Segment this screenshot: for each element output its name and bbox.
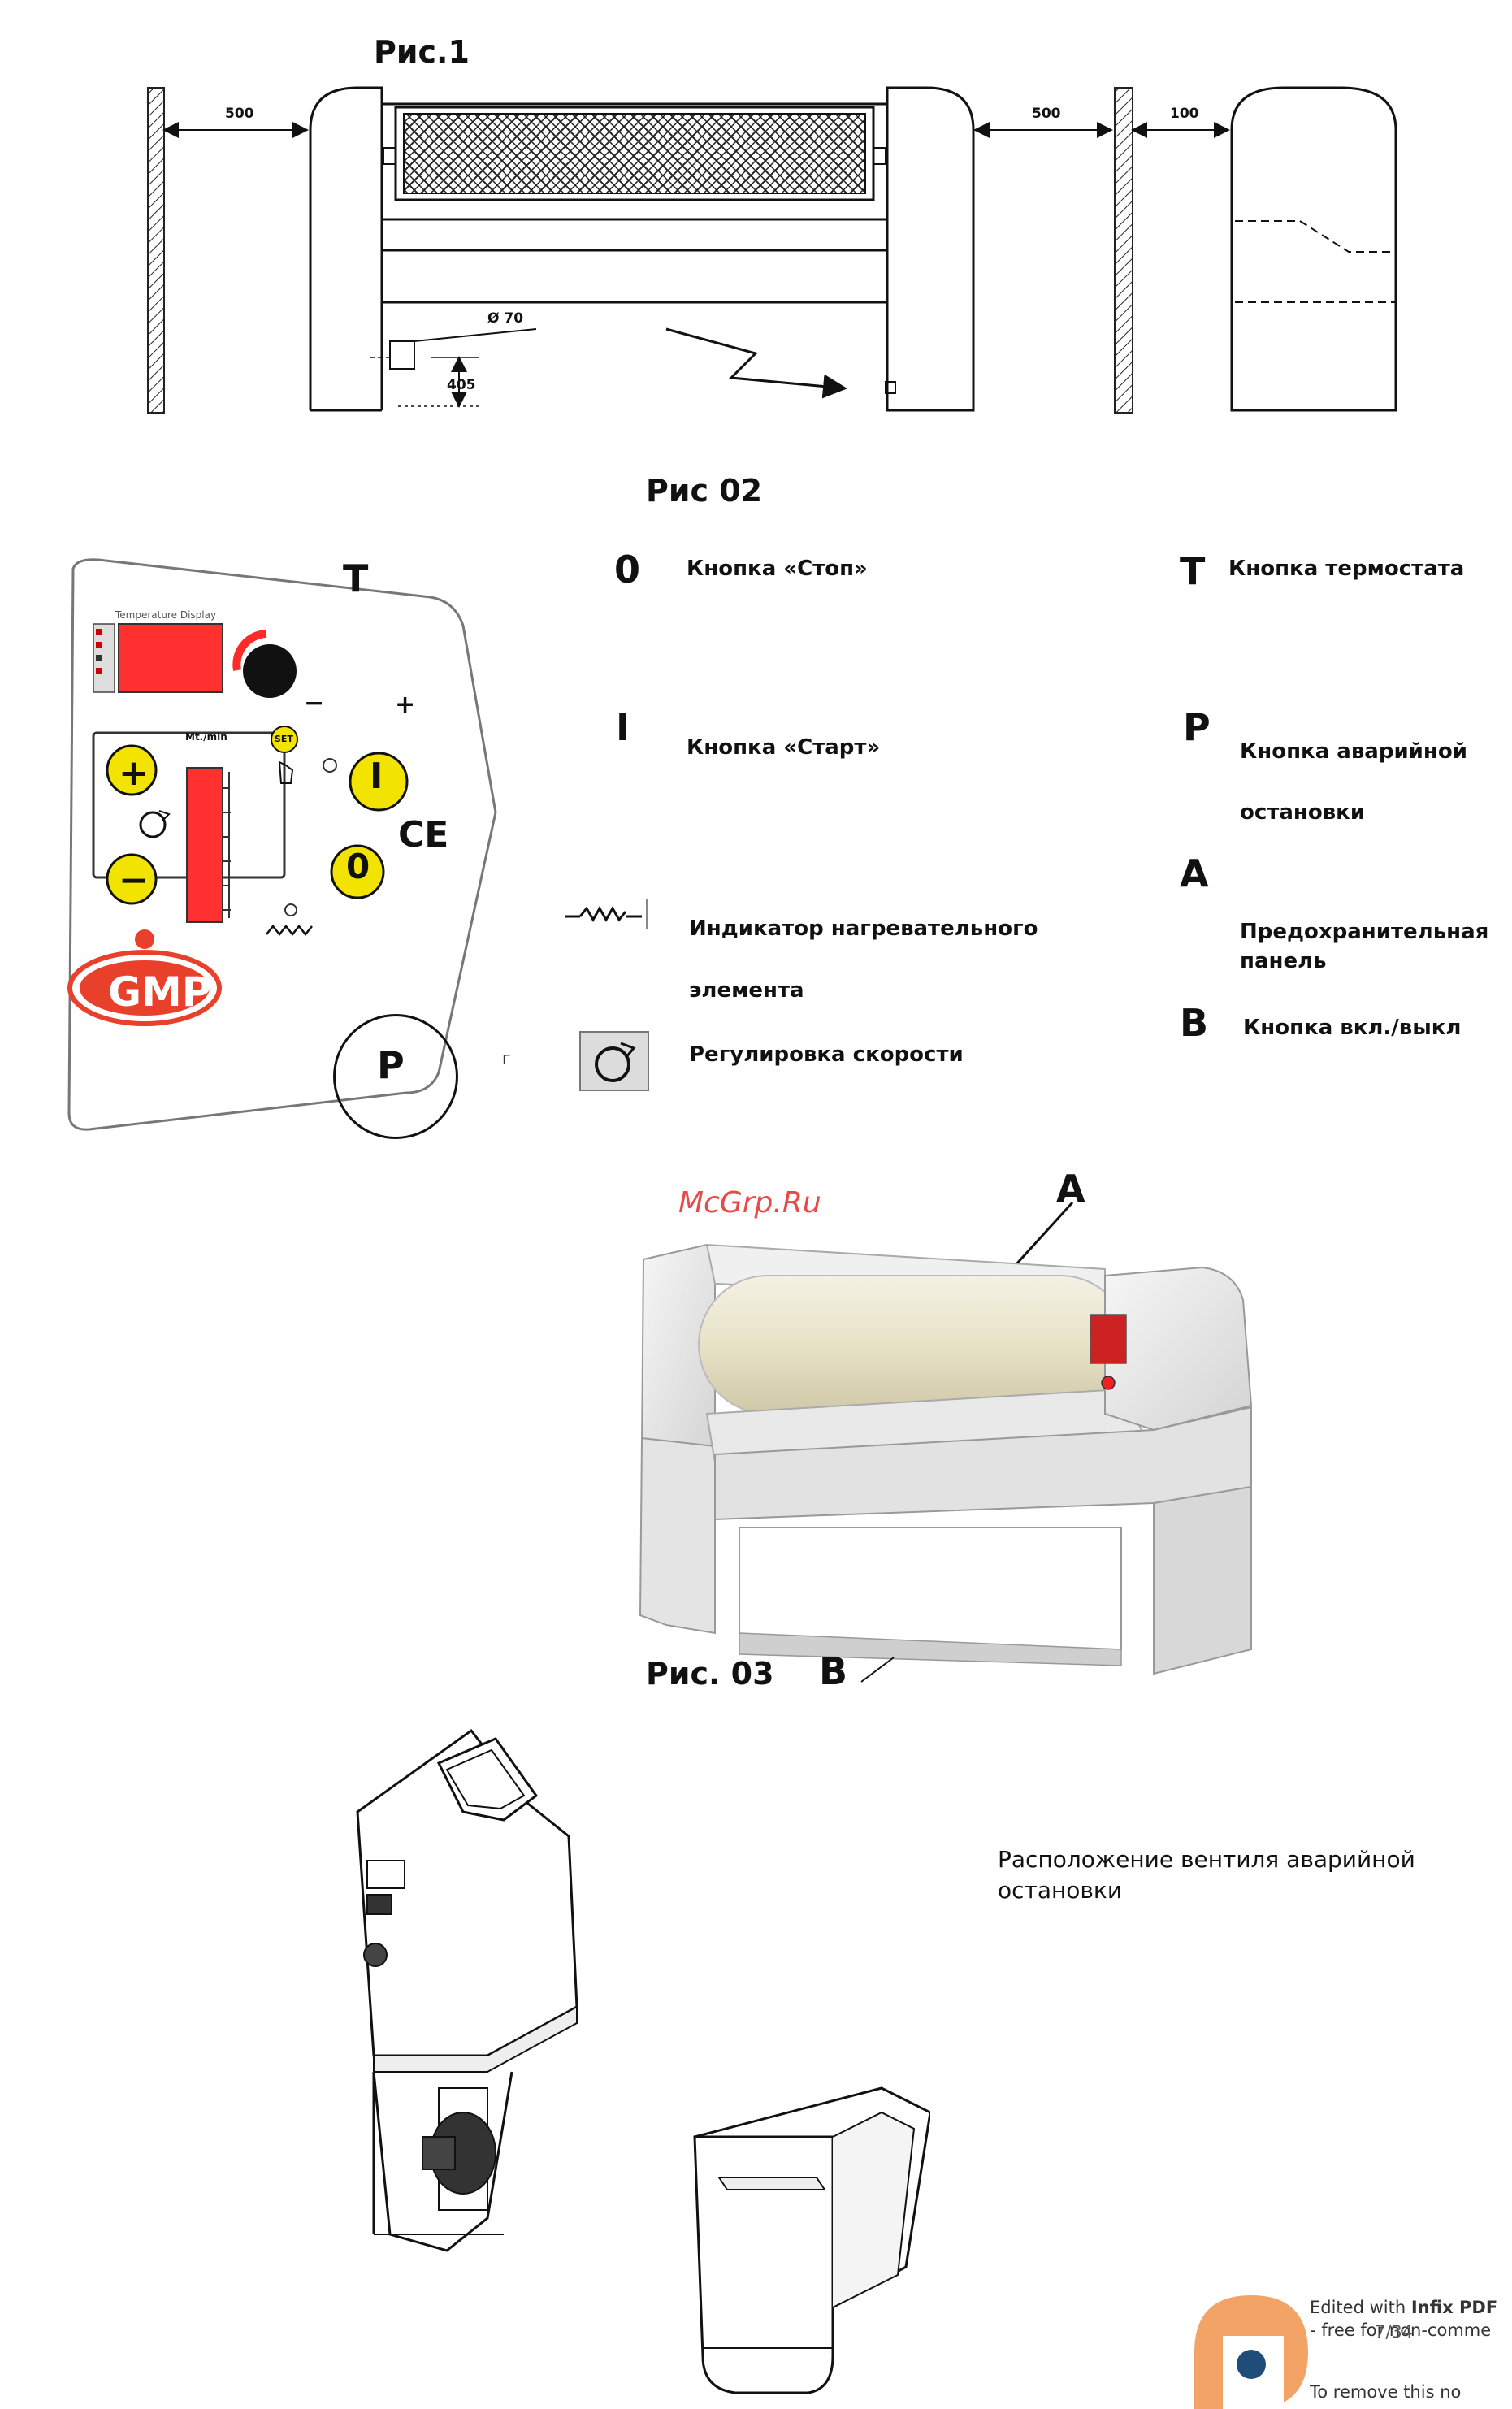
fig3-title: Рис. 03 — [646, 1656, 774, 1692]
stop-symbol: 0 — [346, 847, 370, 886]
brand-label: GMP — [108, 968, 212, 1016]
ironer-machine — [639, 1201, 1253, 1683]
legend-start-text: Кнопка «Старт» — [687, 735, 881, 760]
emergency-symbol: P — [377, 1043, 405, 1087]
legend-a-text-1: Предохранительная — [1240, 920, 1489, 944]
legend-stop-symbol: 0 — [614, 548, 641, 591]
legend-b-text: Кнопка вкл./выкл — [1243, 1016, 1462, 1040]
speed-plus-button — [106, 744, 158, 796]
legend-a-text-2: панель — [1240, 949, 1327, 973]
legend-speed-text: Регулировка скорости — [689, 1042, 964, 1067]
display-caption: Temperature Display — [115, 609, 217, 621]
emergency-button[interactable] — [333, 1014, 458, 1139]
legend-heater-text-2: элемента — [689, 978, 804, 1003]
set-button — [271, 726, 298, 753]
infix-stamp-logo — [1194, 2295, 1308, 2409]
minus-symbol: − — [119, 860, 149, 901]
set-label: SET — [275, 734, 293, 744]
watermark: McGrp.Ru — [678, 1186, 821, 1220]
legend-heater-icon — [565, 899, 648, 929]
knob-minus: − — [304, 689, 325, 717]
dim-left: 500 — [225, 106, 254, 122]
safety-cover-drawing — [693, 2086, 930, 2394]
stray-mark: г — [502, 1048, 511, 1068]
fig4-caption-2: остановки — [998, 1877, 1123, 1904]
legend-a-symbol: A — [1180, 851, 1209, 895]
dim-gap: 100 — [1170, 106, 1199, 122]
ce-mark: CE — [398, 814, 449, 856]
dim-diameter: Ø 70 — [487, 310, 524, 327]
fig2-title: Рис 02 — [646, 473, 763, 509]
fig1-title: Рис.1 — [374, 34, 470, 70]
right-wall — [1114, 87, 1133, 414]
page-number: 7/34 — [1375, 2322, 1414, 2342]
fig1-drawing — [147, 86, 1397, 414]
thermostat-knob — [243, 644, 297, 698]
dim-height: 405 — [447, 377, 476, 393]
callout-t: T — [343, 557, 369, 600]
speed-scale — [186, 767, 223, 923]
stamp-line3: To remove this no — [1310, 2382, 1462, 2402]
start-button — [349, 752, 409, 812]
hand-icon — [278, 760, 294, 784]
legend-heater-text-1: Индикатор нагревательного — [689, 916, 1038, 941]
start-symbol: I — [370, 756, 383, 797]
stamp-line2: - free for non-comme — [1310, 2320, 1492, 2340]
legend-t-text: Кнопка термостата — [1228, 557, 1465, 581]
temperature-display — [118, 623, 223, 693]
legend-p-text-2: остановки — [1240, 800, 1366, 825]
knob-plus: + — [395, 691, 416, 719]
legend-p-symbol: P — [1183, 705, 1211, 749]
legend-p-text-1: Кнопка аварийной — [1240, 739, 1467, 764]
control-panel — [67, 558, 497, 1131]
heater-icon — [266, 924, 313, 937]
stop-button — [330, 844, 385, 899]
callout-b: B — [819, 1649, 848, 1693]
dim-right: 500 — [1032, 106, 1061, 122]
fig4-caption-1: Расположение вентиля аварийной — [998, 1846, 1415, 1873]
legend-stop-text: Кнопка «Стоп» — [687, 557, 868, 581]
legend-speed-icon — [579, 1031, 649, 1091]
stamp-line1: Edited with Infix PDF — [1310, 2298, 1498, 2317]
legend-b-symbol: B — [1180, 1001, 1209, 1045]
plus-symbol: + — [119, 752, 149, 794]
legend-t-symbol: T — [1180, 549, 1206, 593]
speed-caption: Mt./min — [185, 731, 227, 743]
side-housing-drawing — [356, 1728, 578, 2252]
mini-panel — [1090, 1314, 1127, 1364]
legend-start-symbol: I — [616, 705, 630, 749]
speed-minus-button — [106, 853, 158, 905]
left-wall — [147, 87, 165, 414]
